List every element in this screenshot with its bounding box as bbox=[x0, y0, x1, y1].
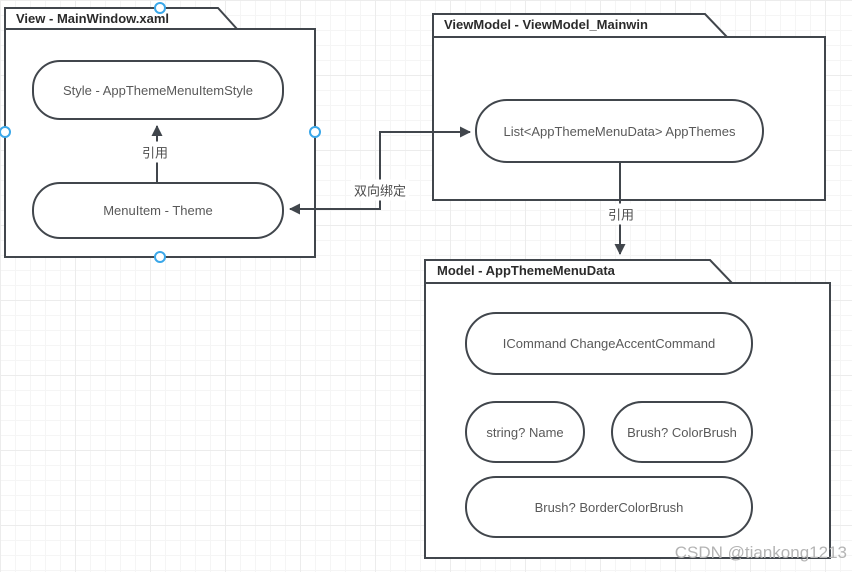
connection-handle-right[interactable] bbox=[309, 126, 321, 138]
node-menuitem-theme[interactable]: MenuItem - Theme bbox=[32, 182, 284, 239]
node-label: string? Name bbox=[486, 424, 564, 440]
node-label: List<AppThemeMenuData> AppThemes bbox=[503, 123, 736, 139]
node-string-name[interactable]: string? Name bbox=[465, 401, 585, 463]
connection-handle-top[interactable] bbox=[154, 2, 166, 14]
container-model-tab[interactable] bbox=[424, 259, 735, 284]
node-label: Brush? ColorBrush bbox=[627, 424, 737, 440]
edge-label-two-way-binding[interactable]: 双向绑定 bbox=[350, 179, 410, 201]
node-label: Style - AppThemeMenuItemStyle bbox=[62, 82, 254, 98]
node-label: MenuItem - Theme bbox=[103, 203, 213, 218]
node-brush-colorbrush[interactable]: Brush? ColorBrush bbox=[611, 401, 753, 463]
connection-handle-bottom[interactable] bbox=[154, 251, 166, 263]
edge-two-way-binding-menuitem-appthemes[interactable] bbox=[289, 126, 471, 215]
node-list-appthemes[interactable]: List<AppThemeMenuData> AppThemes bbox=[475, 99, 764, 163]
container-view-tab[interactable] bbox=[4, 7, 240, 30]
node-label: Brush? BorderColorBrush bbox=[534, 499, 684, 515]
node-icommand-changeaccentcommand[interactable]: ICommand ChangeAccentCommand bbox=[465, 312, 753, 375]
node-style-appthememenuitemstyle[interactable]: Style - AppThemeMenuItemStyle bbox=[32, 60, 284, 120]
csdn-watermark: CSDN @tiankong1213 bbox=[674, 543, 847, 562]
node-brush-bordercolorbrush[interactable]: Brush? BorderColorBrush bbox=[465, 476, 753, 538]
container-model-title: Model - AppThemeMenuData bbox=[437, 263, 615, 278]
container-view-title: View - MainWindow.xaml bbox=[16, 11, 170, 26]
edge-label-reference-model[interactable]: 引用 bbox=[604, 203, 638, 225]
container-viewmodel-tab[interactable] bbox=[432, 13, 730, 38]
node-label: ICommand ChangeAccentCommand bbox=[502, 336, 716, 351]
container-viewmodel-title: ViewModel - ViewModel_Mainwin bbox=[444, 17, 648, 32]
connection-handle-left[interactable] bbox=[0, 126, 11, 138]
edge-label-reference-view[interactable]: 引用 bbox=[138, 141, 172, 163]
